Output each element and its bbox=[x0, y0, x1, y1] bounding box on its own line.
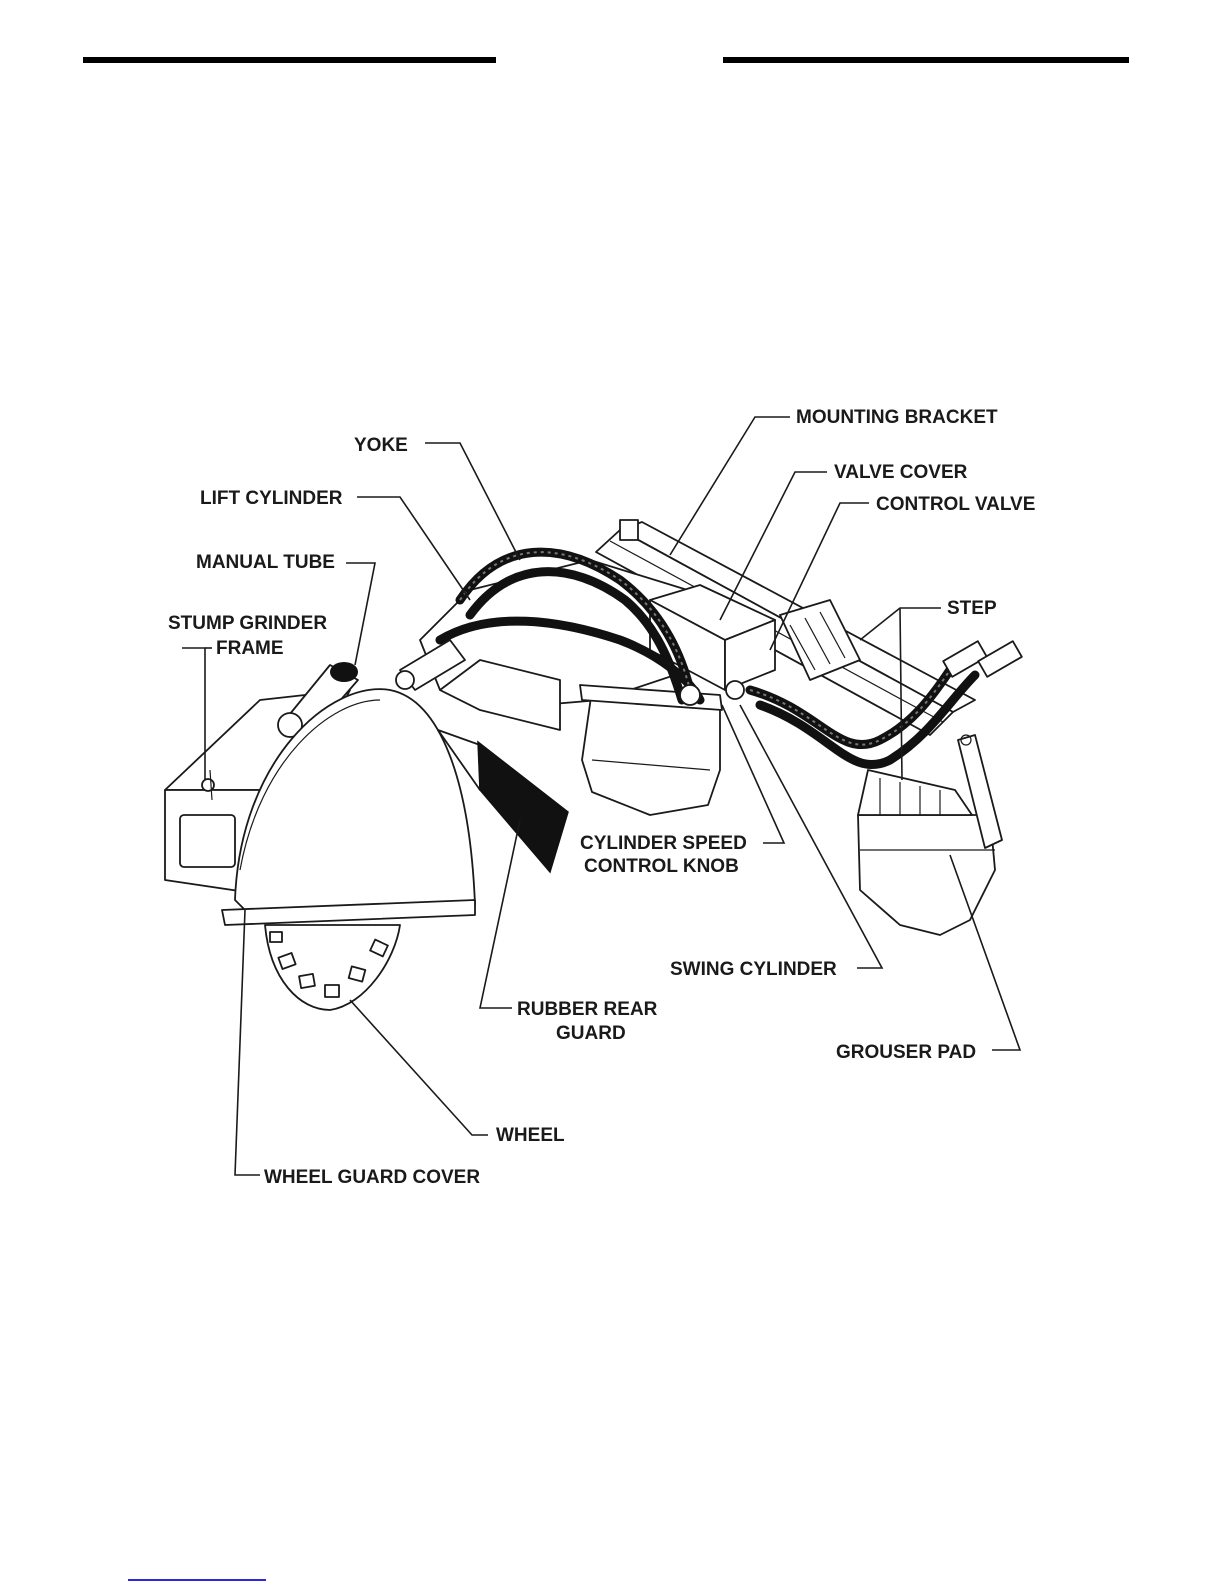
label-wheel: WHEEL bbox=[496, 1125, 565, 1146]
label-wheel-guard-cover: WHEEL GUARD COVER bbox=[264, 1167, 480, 1188]
footer-link-underline bbox=[128, 1579, 266, 1581]
cutting-wheel-part bbox=[265, 925, 400, 1010]
label-control-valve: CONTROL VALVE bbox=[876, 494, 1035, 515]
stump-grinder-illustration bbox=[165, 520, 1022, 1010]
label-rubber-rear-guard-line1: RUBBER REAR bbox=[517, 999, 658, 1020]
label-step: STEP bbox=[947, 598, 997, 619]
label-swing-cylinder: SWING CYLINDER bbox=[670, 959, 837, 980]
label-rubber-rear-guard-line2: GUARD bbox=[556, 1023, 626, 1044]
label-cylinder-speed-line1: CYLINDER SPEED bbox=[580, 833, 747, 854]
center-grouser-pad-part bbox=[580, 685, 722, 815]
label-cylinder-speed-line2: CONTROL KNOB bbox=[584, 856, 739, 877]
label-lift-cylinder: LIFT CYLINDER bbox=[200, 488, 343, 509]
label-stump-grinder-frame-line1: STUMP GRINDER bbox=[168, 613, 327, 634]
label-stump-grinder-frame-line2: FRAME bbox=[216, 638, 284, 659]
label-yoke: YOKE bbox=[354, 435, 408, 456]
label-grouser-pad: GROUSER PAD bbox=[836, 1042, 976, 1063]
label-valve-cover: VALVE COVER bbox=[834, 462, 968, 483]
label-manual-tube: MANUAL TUBE bbox=[196, 552, 335, 573]
label-mounting-bracket: MOUNTING BRACKET bbox=[796, 407, 998, 428]
